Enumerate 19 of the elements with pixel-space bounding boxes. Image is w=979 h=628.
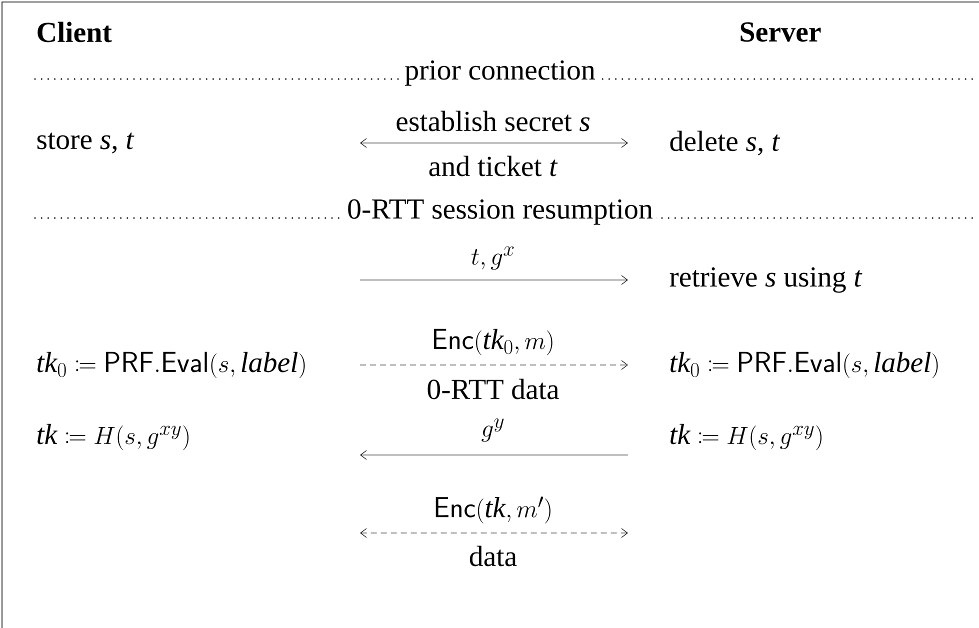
message-label: data: [470, 546, 517, 566]
section-label: prior connection: [402, 57, 598, 89]
message-label: and ticket t: [429, 156, 558, 176]
formula: $\mathit{tk} \coloneqq H(s, g^{xy})$: [37, 424, 188, 450]
formula: $\mathit{tk}_0 \coloneqq \mathsf{PRF.Eval}(s, \mathit{label})$: [37, 352, 305, 378]
message-label: 0-RTT data: [428, 378, 559, 400]
step-text: store s, t: [37, 132, 134, 154]
column-heading: Server: [740, 22, 821, 42]
message-label: $\mathsf{Enc}(\mathit{tk}, m')$: [436, 496, 550, 524]
section-label: 0-RTT session resumption: [344, 196, 656, 228]
step-text: delete s, t: [670, 130, 780, 156]
formula: $\mathit{tk} \coloneqq H(s, g^{xy})$: [670, 424, 822, 450]
message-label: $t, g^x$: [471, 246, 514, 270]
message-label: $g^y$: [482, 418, 504, 442]
message-label: $\mathsf{Enc}(\mathit{tk}_0, m)$: [434, 328, 552, 356]
formula: $\mathit{tk}_0 \coloneqq \mathsf{PRF.Eval}(s, \mathit{label})$: [670, 352, 938, 378]
column-heading: Client: [38, 22, 112, 42]
step-text: retrieve s using t: [670, 267, 862, 293]
message-label: establish secret s: [396, 110, 590, 132]
